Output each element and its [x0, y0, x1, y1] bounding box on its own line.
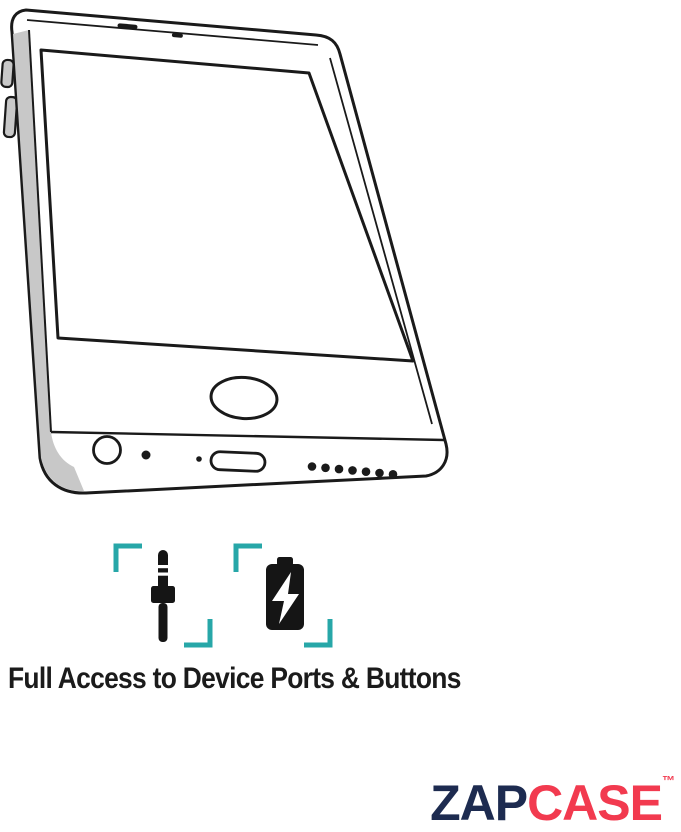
headphone-jack-port	[92, 435, 122, 465]
brand-logo-case: CASE	[527, 775, 663, 831]
phone-screen	[39, 48, 415, 363]
brand-logo-zap: ZAP	[430, 775, 528, 831]
lightning-port	[209, 450, 267, 473]
case-rim-lines	[26, 19, 445, 442]
headphone-jack-frame	[113, 543, 213, 648]
case-left-wall	[13, 30, 84, 492]
screw-hole	[196, 456, 202, 462]
bottom-ports	[92, 435, 398, 479]
bracket-bottom-right	[304, 619, 333, 648]
lightning-bolt-icon	[272, 572, 299, 624]
speaker-holes	[307, 462, 398, 479]
brand-logo: ZAPCASE™	[430, 774, 675, 831]
headphone-jack-icon	[151, 550, 175, 642]
battery-charging-icon	[266, 557, 304, 630]
side-volume-buttons	[0, 58, 19, 139]
phone-case-illustration	[0, 8, 449, 495]
bracket-bottom-right	[184, 619, 213, 648]
bracket-top-left	[113, 543, 142, 572]
home-button	[209, 375, 279, 421]
ports-feature-icons	[113, 543, 333, 648]
battery-frame	[233, 543, 333, 648]
trademark-symbol: ™	[662, 773, 675, 788]
feature-heading: Full Access to Device Ports & Buttons	[8, 662, 461, 695]
bracket-top-left	[233, 543, 262, 572]
microphone-hole	[141, 450, 151, 460]
earpiece-camera-marks	[117, 23, 183, 38]
